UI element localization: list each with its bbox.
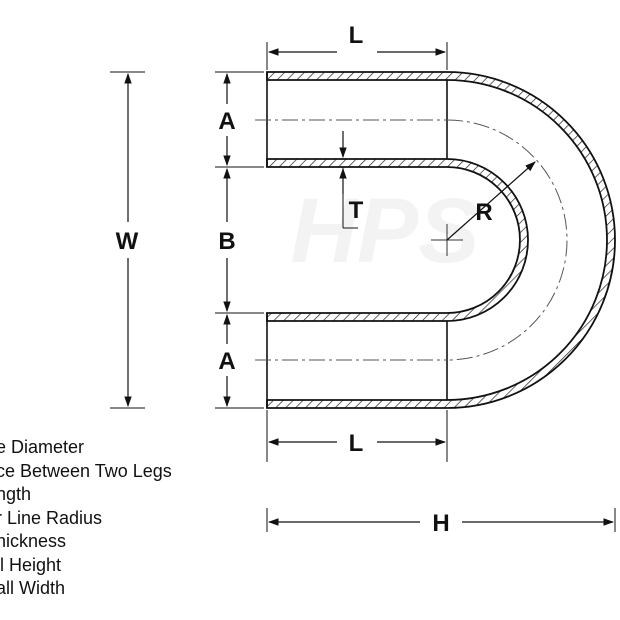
- legend-item-thickness: hickness: [0, 531, 67, 551]
- label-overall-width: W: [116, 228, 139, 255]
- label-overall-height: H: [432, 510, 449, 537]
- dimension-lines: [124, 48, 615, 526]
- legend-item-height: ll Height: [0, 554, 62, 575]
- legend-item-radius: r Line Radius: [0, 507, 103, 528]
- legend-item-diameter: e Diameter: [0, 437, 85, 457]
- center-lines: [255, 119, 568, 361]
- label-diameter-top: A: [218, 108, 235, 135]
- legend-item-length: ngth: [0, 484, 32, 504]
- label-wall-thickness: T: [349, 197, 364, 224]
- tube-body: [267, 72, 615, 408]
- label-length-top: L: [349, 22, 364, 49]
- watermark-logo: HPS: [290, 180, 479, 282]
- legend-item-between-legs: ce Between Two Legs: [0, 460, 172, 481]
- extension-lines: [110, 42, 616, 532]
- label-between-legs: B: [218, 228, 235, 255]
- legend-item-width: all Width: [0, 578, 66, 598]
- dimension-legend: e Diameter ce Between Two Legs ngth r Li…: [0, 436, 172, 601]
- label-diameter-bottom: A: [218, 348, 235, 375]
- label-radius: R: [475, 199, 492, 226]
- label-length-bottom: L: [349, 430, 364, 457]
